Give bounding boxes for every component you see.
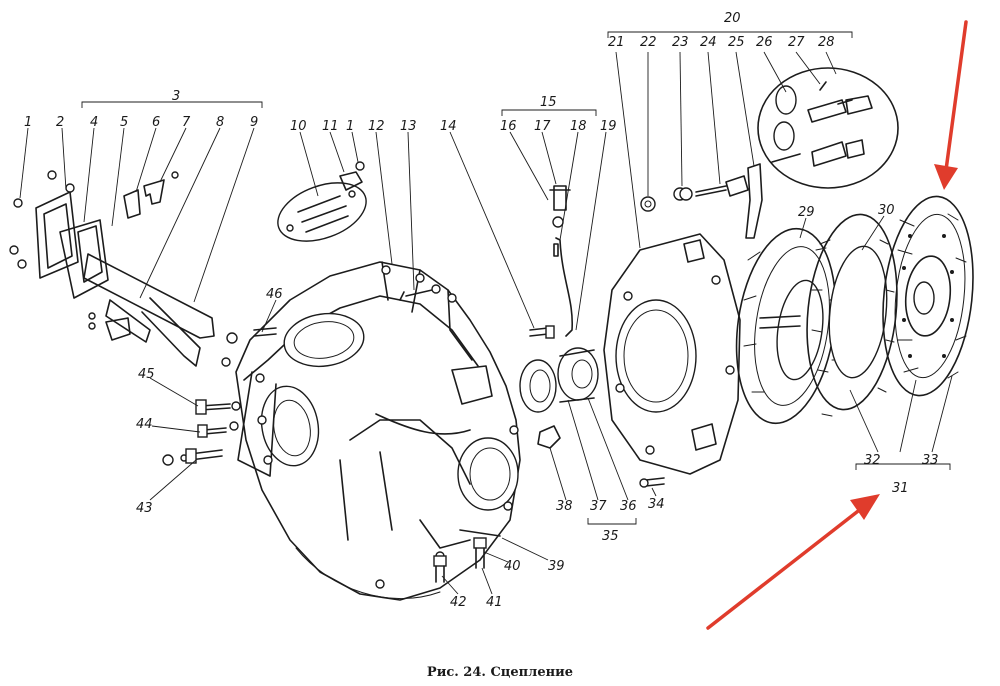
leader-lines (19, 31, 953, 595)
callout-11: 11 (322, 119, 339, 134)
cover-plate (277, 161, 367, 242)
callout-7: 7 (182, 115, 191, 130)
release-bearing (519, 347, 599, 449)
callout-22: 22 (640, 35, 657, 50)
figure-caption: Рис. 24. Сцепление (427, 665, 573, 680)
callout-46: 46 (266, 287, 283, 302)
callout-30: 30 (878, 203, 895, 218)
callout-45: 45 (138, 367, 155, 382)
housing-fasteners (162, 327, 277, 466)
callout-31: 31 (892, 481, 909, 496)
callout-29: 29 (798, 205, 815, 220)
callout-13: 13 (400, 119, 417, 134)
callout-17: 17 (534, 119, 551, 134)
callout-4: 4 (90, 115, 98, 130)
callout-1b: 1 (346, 119, 354, 134)
callout-14: 14 (440, 119, 457, 134)
callout-34: 34 (648, 497, 665, 512)
pressure-plate-cover (603, 233, 741, 475)
release-lever-assembly (9, 170, 238, 367)
callout-10: 10 (290, 119, 307, 134)
callout-8: 8 (216, 115, 224, 130)
friction-ring (806, 213, 898, 411)
callout-35: 35 (602, 529, 619, 544)
hydraulic-hose (529, 185, 574, 339)
callout-15: 15 (540, 95, 557, 110)
callout-44: 44 (136, 417, 153, 432)
callout-41: 41 (486, 595, 503, 610)
callout-32: 32 (864, 453, 881, 468)
annotation-arrows (706, 20, 968, 630)
callout-36: 36 (620, 499, 637, 514)
misc-bolts (433, 477, 665, 583)
lower-arrow (706, 494, 880, 630)
callout-27: 27 (788, 35, 805, 50)
callout-38: 38 (556, 499, 573, 514)
callout-labels: 1 2 3 4 5 6 7 8 9 10 11 1 12 13 14 15 16… (24, 11, 939, 610)
upper-arrow (934, 20, 968, 190)
callout-12: 12 (368, 119, 385, 134)
callout-21: 21 (608, 35, 625, 50)
callout-1: 1 (24, 115, 32, 130)
callout-19: 19 (600, 119, 617, 134)
clutch-housing (235, 261, 521, 601)
callout-25: 25 (728, 35, 745, 50)
callout-39: 39 (548, 559, 565, 574)
callout-2: 2 (56, 115, 64, 130)
callout-40: 40 (504, 559, 521, 574)
callout-9: 9 (250, 115, 258, 130)
callout-16: 16 (500, 119, 517, 134)
callout-20: 20 (724, 11, 741, 26)
callout-26: 26 (756, 35, 773, 50)
lever-parts (640, 163, 763, 239)
callout-43: 43 (136, 501, 153, 516)
callout-18: 18 (570, 119, 587, 134)
callout-6: 6 (152, 115, 160, 130)
detail-inset (757, 67, 899, 189)
callout-24: 24 (700, 35, 717, 50)
callout-28: 28 (818, 35, 835, 50)
callout-42: 42 (450, 595, 467, 610)
callout-37: 37 (590, 499, 607, 514)
callout-5: 5 (120, 115, 128, 130)
callout-3: 3 (172, 89, 180, 104)
callout-23: 23 (672, 35, 689, 50)
pressure-plate (735, 227, 843, 425)
driven-disc (882, 195, 974, 397)
callout-33: 33 (922, 453, 939, 468)
